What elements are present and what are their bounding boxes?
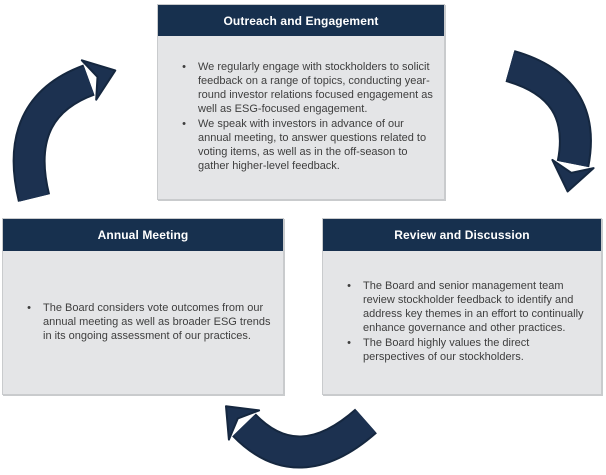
bullet-icon [335,279,363,293]
box-review-header: Review and Discussion [323,219,601,251]
list-item: The Board highly values the direct persp… [335,336,591,364]
box-annual-meeting-body: The Board considers vote outcomes from o… [3,251,283,394]
list-item: The Board and senior management team rev… [335,279,591,335]
arrowhead [80,59,117,101]
bullet-icon [170,117,198,131]
curved-arrow-down-right-icon [505,50,595,193]
box-outreach-title: Outreach and Engagement [223,13,379,28]
bullet-text: The Board highly values the direct persp… [363,337,530,363]
bullet-icon [15,301,43,315]
bullet-text: We speak with investors in advance of ou… [198,118,427,172]
bullet-icon [335,336,363,350]
bullet-text: We regularly engage with stockholders to… [198,61,433,115]
box-annual-meeting-header: Annual Meeting [3,219,283,251]
list-item: We speak with investors in advance of ou… [170,117,434,173]
bullet-icon [170,60,198,74]
list-item: We regularly engage with stockholders to… [170,60,434,116]
bullet-text: The Board and senior management team rev… [363,280,584,334]
box-review-title: Review and Discussion [394,228,530,242]
box-outreach-body: We regularly engage with stockholders to… [158,36,444,199]
box-annual-meeting-title: Annual Meeting [97,228,189,242]
box-annual-meeting: Annual Meeting The Board considers vote … [2,218,284,395]
arrowhead [551,158,595,193]
bullet-text: The Board considers vote outcomes from o… [43,301,271,342]
box-review-body: The Board and senior management team rev… [323,251,601,394]
curved-arrow-left-icon [225,405,377,469]
list-item: The Board considers vote outcomes from o… [15,301,273,343]
box-outreach-and-engagement: Outreach and Engagement We regularly eng… [157,4,445,200]
curved-arrow-up-right-icon [12,59,117,202]
box-outreach-header: Outreach and Engagement [158,5,444,36]
box-review-and-discussion: Review and Discussion The Board and seni… [322,218,602,395]
arrowhead [225,405,261,441]
